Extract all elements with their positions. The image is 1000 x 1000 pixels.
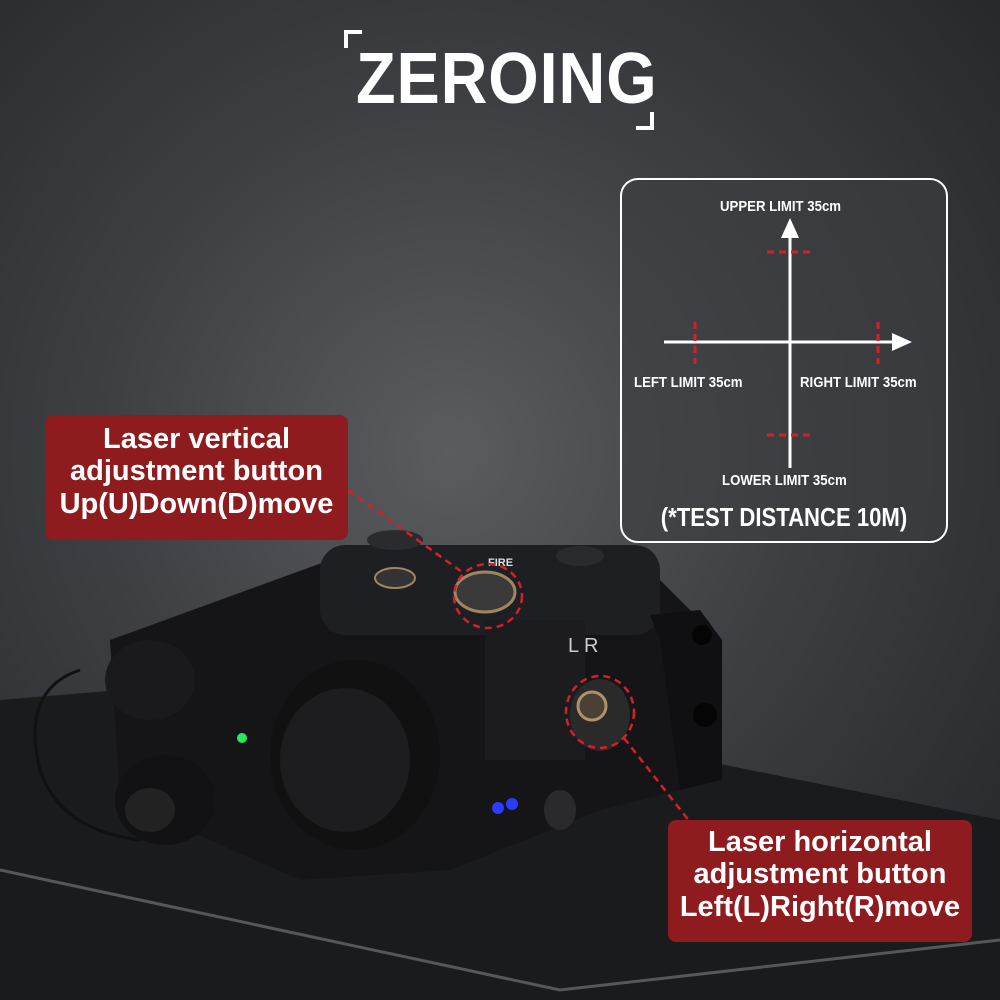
- vertical-adjustment-callout: Laser vertical adjustment button Up(U)Do…: [45, 415, 348, 540]
- arrow-right-icon: [892, 333, 912, 351]
- laser-device: FIRE L R: [33, 530, 722, 880]
- limit-marks: [693, 250, 880, 437]
- callout-line: Laser horizontal: [708, 826, 932, 858]
- lr-marking: L R: [568, 635, 598, 657]
- lower-limit-label: LOWER LIMIT 35cm: [722, 472, 847, 489]
- vertical-button-highlight: [452, 562, 524, 630]
- callout-line: Left(L)Right(R)move: [679, 890, 961, 923]
- bracket-bottom-right: [636, 112, 654, 130]
- callout-line: adjustment button: [70, 455, 323, 488]
- upper-limit-label: UPPER LIMIT 35cm: [720, 198, 842, 215]
- test-distance-note: (*TEST DISTANCE 10M): [660, 502, 908, 532]
- left-limit-label: LEFT LIMIT 35cm: [634, 374, 743, 391]
- title-block: ZEROING: [340, 30, 660, 130]
- zeroing-diagram: UPPER LIMIT 35cm LEFT LIMIT 35cm RIGHT L…: [620, 178, 948, 543]
- page-title: ZEROING: [356, 39, 658, 119]
- callout-line: Up(U)Down(D)move: [59, 487, 334, 520]
- callout-line: adjustment button: [693, 858, 947, 891]
- right-limit-label: RIGHT LIMIT 35cm: [800, 374, 917, 391]
- crosshair-axes: [664, 218, 912, 468]
- horizontal-pointer: [623, 737, 691, 823]
- arrow-up-icon: [781, 218, 799, 238]
- bracket-top-left: [344, 30, 362, 48]
- horizontal-button-highlight: [564, 674, 636, 750]
- callout-line: Laser vertical: [102, 423, 290, 455]
- fire-marking: FIRE: [488, 557, 513, 569]
- horizontal-adjustment-callout: Laser horizontal adjustment button Left(…: [668, 820, 972, 942]
